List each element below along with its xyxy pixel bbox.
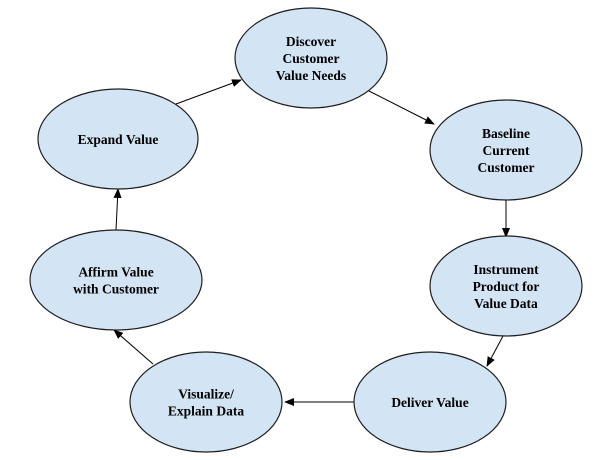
node-instrument-label-line: Instrument xyxy=(473,262,539,277)
node-baseline-label-line: Baseline xyxy=(482,126,530,141)
node-instrument-shape xyxy=(429,235,583,337)
node-instrument-label-line: Value Data xyxy=(474,296,538,311)
node-expand-label-line: Expand Value xyxy=(78,132,159,147)
node-discover-shape xyxy=(234,7,388,109)
node-discover-label-line: Value Needs xyxy=(276,68,346,83)
arrow-expand-to-discover xyxy=(175,79,242,105)
node-deliver: Deliver Value xyxy=(353,351,507,453)
node-deliver-shape xyxy=(353,351,507,453)
arrow-instrument-to-deliver xyxy=(486,335,504,367)
node-instrument-label-line: Product for xyxy=(473,279,540,294)
node-affirm-label-line: Affirm Value xyxy=(78,265,153,280)
node-visualize-shape xyxy=(129,351,283,453)
node-baseline-shape xyxy=(429,99,583,201)
node-affirm: Affirm Value with Customer xyxy=(29,229,203,331)
edges-layer xyxy=(113,79,510,406)
node-visualize: Visualize/Explain Data xyxy=(129,351,283,453)
node-discover-label-line: Discover xyxy=(286,34,336,49)
node-affirm-label-line: with Customer xyxy=(73,282,159,297)
node-expand-shape xyxy=(37,88,199,190)
arrow-visualize-to-affirm xyxy=(113,329,154,365)
node-deliver-label-line: Deliver Value xyxy=(391,395,468,410)
node-baseline-label-line: Current xyxy=(483,143,530,158)
node-baseline-label-line: Customer xyxy=(478,160,535,175)
node-affirm-shape xyxy=(29,229,203,331)
node-expand: Expand Value xyxy=(37,88,199,190)
node-visualize-label-line: Explain Data xyxy=(168,404,244,419)
node-discover-label-line: Customer xyxy=(283,51,340,66)
arrow-affirm-to-expand xyxy=(113,188,122,231)
arrow-discover-to-baseline xyxy=(366,89,435,125)
node-visualize-label-line: Visualize/ xyxy=(178,387,234,402)
